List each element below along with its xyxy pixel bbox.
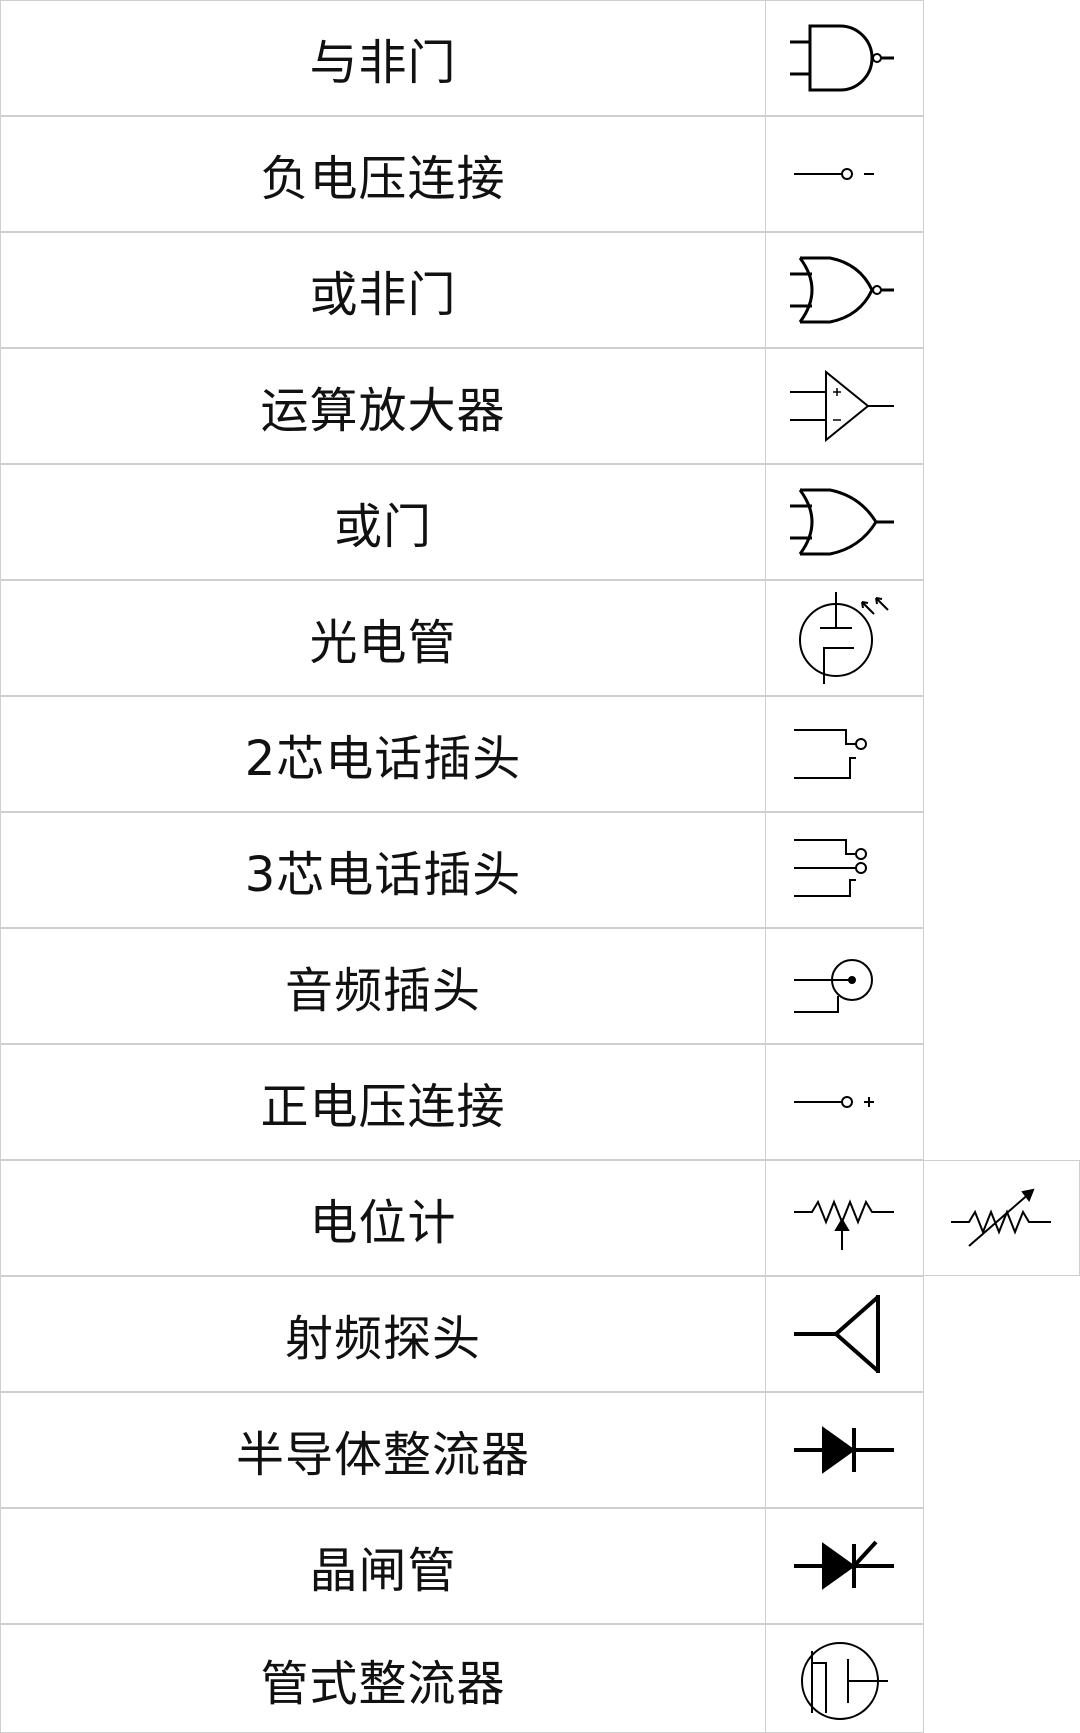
component-name-cell: 与非门 <box>0 0 766 116</box>
symbol-cell <box>765 1508 924 1624</box>
component-name-cell: 管式整流器 <box>0 1624 766 1733</box>
component-name-cell: 正电压连接 <box>0 1044 766 1160</box>
symbol-cell <box>765 1044 924 1160</box>
symbol-cell <box>765 1160 924 1276</box>
two-pole-phone-plug-icon <box>790 714 900 794</box>
semiconductor-rectifier-icon <box>790 1410 900 1490</box>
component-name: 3芯电话插头 <box>244 847 522 903</box>
component-name-cell: 3芯电话插头 <box>0 812 766 928</box>
positive-voltage-icon <box>790 1082 900 1122</box>
component-name-cell: 负电压连接 <box>0 116 766 232</box>
component-name-cell: 或非门 <box>0 232 766 348</box>
rf-probe-icon <box>790 1289 900 1379</box>
symbol-cell <box>765 928 924 1044</box>
audio-plug-icon <box>790 946 900 1026</box>
symbol-cell <box>765 1392 924 1508</box>
component-name: 管式整流器 <box>260 1655 506 1712</box>
symbol-cell <box>765 0 924 116</box>
negative-voltage-icon <box>790 154 900 194</box>
symbol-cell <box>765 812 924 928</box>
op-amp-icon <box>790 366 900 446</box>
tube-rectifier-icon <box>790 1629 900 1729</box>
component-name-cell: 光电管 <box>0 580 766 696</box>
component-name-cell: 电位计 <box>0 1160 766 1276</box>
component-name: 电位计 <box>309 1195 457 1251</box>
component-name-cell: 半导体整流器 <box>0 1392 766 1508</box>
symbol-cell <box>765 116 924 232</box>
potentiometer-icon <box>790 1178 900 1258</box>
symbol-cell <box>765 580 924 696</box>
component-name-cell: 射频探头 <box>0 1276 766 1392</box>
symbol-cell <box>765 696 924 812</box>
symbol-cell <box>765 348 924 464</box>
three-pole-phone-plug-icon <box>790 830 900 910</box>
symbol-cell-alt <box>923 1160 1080 1276</box>
symbol-cell <box>765 1624 924 1733</box>
component-name: 光电管 <box>309 615 457 671</box>
component-name: 音频插头 <box>284 963 481 1019</box>
component-name-cell: 或门 <box>0 464 766 580</box>
component-name: 负电压连接 <box>260 151 506 207</box>
or-gate-icon <box>790 482 900 562</box>
nor-gate-icon <box>790 250 900 330</box>
component-name: 半导体整流器 <box>235 1427 530 1483</box>
symbol-cell <box>765 464 924 580</box>
component-name-cell: 运算放大器 <box>0 348 766 464</box>
component-name-cell: 音频插头 <box>0 928 766 1044</box>
component-name: 正电压连接 <box>260 1079 506 1135</box>
component-name: 射频探头 <box>284 1311 481 1367</box>
variable-resistor-icon <box>947 1178 1057 1258</box>
thyristor-icon <box>790 1526 900 1606</box>
symbol-cell <box>765 1276 924 1392</box>
component-name: 或门 <box>333 499 432 555</box>
component-name: 2芯电话插头 <box>244 731 522 787</box>
component-name: 与非门 <box>309 35 457 91</box>
component-name: 运算放大器 <box>260 383 506 439</box>
symbol-cell <box>765 232 924 348</box>
component-name: 晶闸管 <box>309 1543 457 1599</box>
component-name: 或非门 <box>309 267 457 323</box>
phototube-icon <box>790 588 900 688</box>
component-name-cell: 晶闸管 <box>0 1508 766 1624</box>
component-name-cell: 2芯电话插头 <box>0 696 766 812</box>
nand-gate-icon <box>790 18 900 98</box>
